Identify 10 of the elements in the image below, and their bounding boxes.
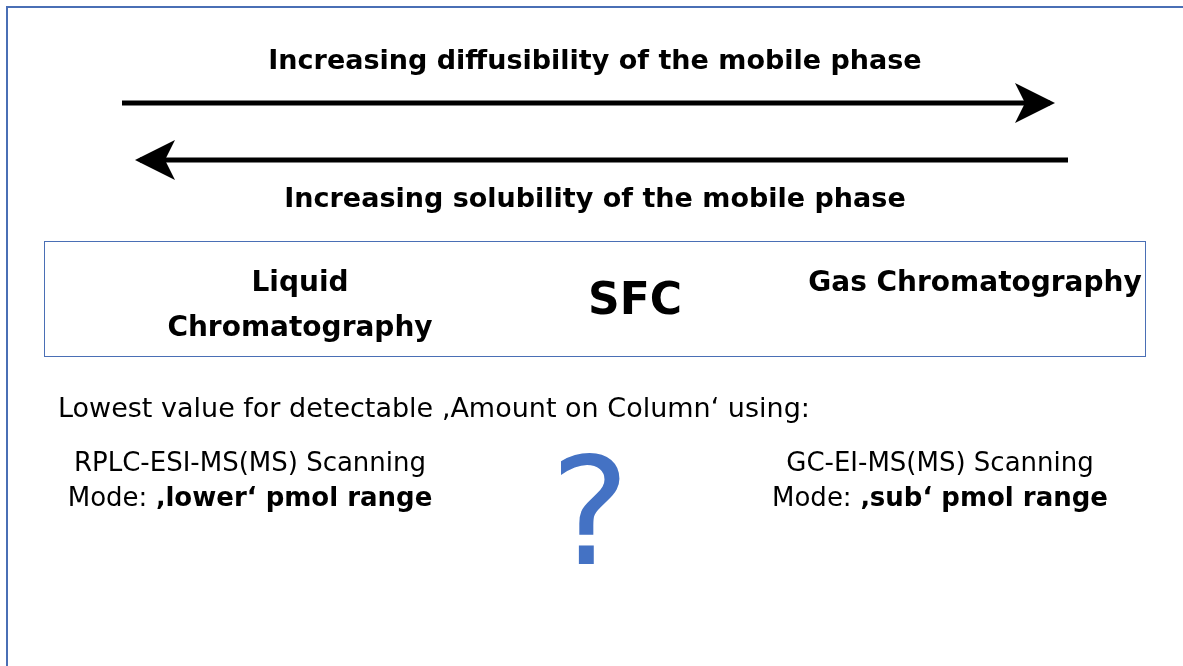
method-box [44, 241, 1146, 357]
method-label: SFC [586, 272, 683, 326]
method-label: Liquid Chromatography [166, 264, 434, 345]
method-description: RPLC-ESI-MS(MS) Scanning Mode: ‚lower‘ pmol range [66, 446, 434, 515]
method-label: Gas Chromatography [807, 264, 1143, 300]
heading-text: Increasing solubility of the mobile phase [283, 182, 907, 213]
heading-text: Increasing diffusibility of the mobile phase [267, 44, 923, 75]
method-description: GC-EI-MS(MS) Scanning Mode: ‚sub‘ pmol range [771, 446, 1109, 515]
description-text: Lowest value for detectable ‚Amount on Column‘ using: [58, 392, 811, 423]
question-mark: ? [549, 430, 631, 595]
